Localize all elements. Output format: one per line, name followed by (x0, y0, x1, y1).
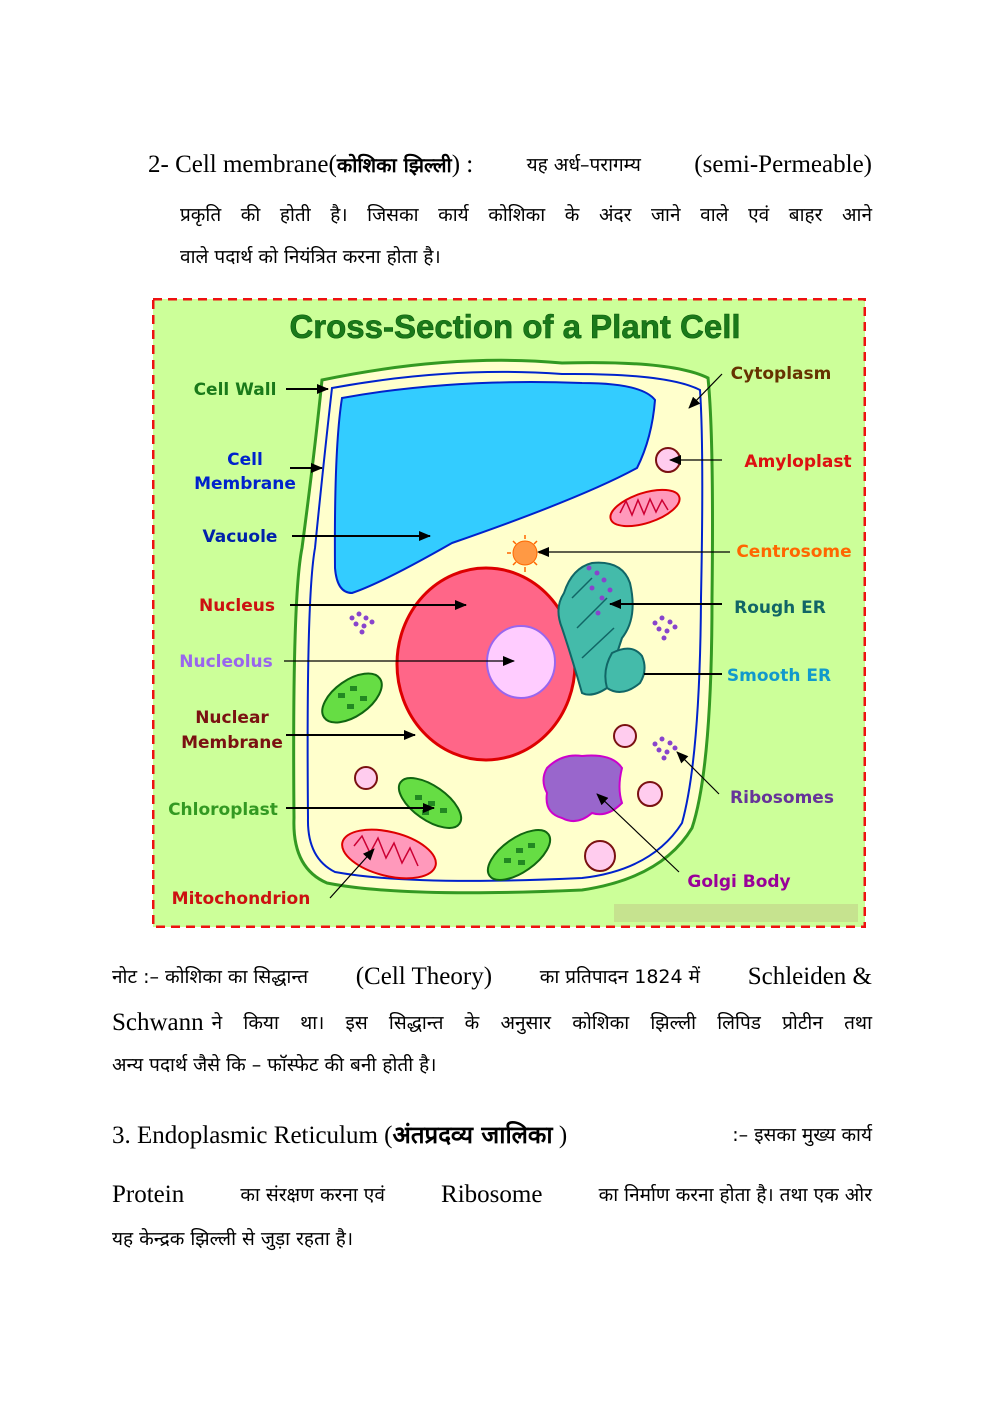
section3-heading-prefix: 3. Endoplasmic Reticulum ( (112, 1122, 393, 1149)
label-nucleolus: Nucleolus (179, 652, 273, 672)
label-chloroplast: Chloroplast (168, 800, 278, 820)
mitochondrion-top (609, 488, 681, 528)
pointer-cytoplasm (688, 373, 723, 409)
label-cytoplasm: Cytoplasm (731, 364, 832, 384)
ribosomes (349, 565, 678, 761)
label-cell-wall: Cell Wall (194, 380, 277, 400)
label-mitochondrion: Mitochondrion (172, 889, 311, 909)
label-vacuole: Vacuole (203, 527, 278, 547)
label-nuclear-membrane-line2: Membrane (181, 733, 283, 753)
label-golgi-body: Golgi Body (687, 872, 790, 892)
section2-hindi-term: कोशिका झिल्ली (336, 153, 452, 177)
section3-hindi-term: अंतप्रदव्य जालिका (392, 1121, 553, 1149)
label-cell-membrane-line1: Cell (227, 450, 263, 470)
label-ribosomes: Ribosomes (730, 788, 834, 808)
section3-text-b: का संरक्षण करना एवं (240, 1184, 385, 1206)
note-scientist-1: Schleiden & (747, 963, 872, 990)
note-line-2-text: ने किया था। इस सिद्धान्त के अनुसार कोशिक… (211, 1012, 872, 1034)
note-line-2: Schwann ने किया था। इस सिद्धान्त के अनुस… (112, 1008, 872, 1038)
note-scientist-2: Schwann (112, 1009, 204, 1036)
section2-line-1: 2- Cell membrane(कोशिका झिल्ली) : यह अर्… (148, 150, 872, 180)
label-amyloplast: Amyloplast (744, 452, 851, 472)
section3-hindi-text: :– इसका मुख्य कार्य (732, 1124, 872, 1146)
section2-line-3: वाले पदार्थ को नियंत्रित करना होता है। (180, 246, 441, 268)
pointer-mitochondrion (329, 848, 375, 899)
label-nuclear-membrane-line1: Nuclear (195, 708, 269, 728)
amyloplast (354, 447, 681, 872)
nucleolus (486, 625, 556, 699)
note-hindi-text: का प्रतिपादन 1824 में (539, 966, 701, 988)
section2-heading: 2- Cell membrane(कोशिका झिल्ली) : (148, 150, 473, 180)
label-rough-er: Rough ER (734, 598, 826, 618)
label-cell-membrane-line2: Membrane (194, 474, 296, 494)
golgi-body (542, 754, 624, 823)
smooth-er (604, 647, 646, 693)
plant-cell-diagram: Cross-Section of a Plant Cell (152, 298, 866, 928)
label-smooth-er: Smooth ER (727, 666, 831, 686)
section2-line-2: प्रकृति की होती है। जिसका कार्य कोशिका क… (180, 204, 872, 226)
label-nucleus: Nucleus (199, 596, 275, 616)
section3-protein-term: Protein (112, 1181, 185, 1208)
note-label-text: नोट :– कोशिका का सिद्धान्त (112, 966, 309, 988)
watermark-strip (614, 904, 858, 922)
section3-separator: ) (552, 1122, 568, 1149)
section3-text-d: का निर्माण करना होता है। तथा एक ओर (598, 1184, 872, 1206)
pointer-ribosomes (676, 751, 720, 795)
section2-hindi-text: यह अर्ध–परागम्य (526, 154, 641, 176)
section3-line-3: यह केन्द्रक झिल्ली से जुड़ा रहता है। (112, 1228, 354, 1250)
section2-separator: ) : (451, 151, 474, 178)
section3-heading: 3. Endoplasmic Reticulum (अंतप्रदव्य जाल… (112, 1120, 567, 1151)
vacuole (333, 381, 657, 595)
label-centrosome: Centrosome (736, 542, 851, 562)
note-line-3: अन्य पदार्थ जैसे कि – फॉस्फेट की बनी होत… (112, 1054, 437, 1076)
diagram-title: Cross-Section of a Plant Cell (289, 308, 740, 345)
note-line-1: नोट :– कोशिका का सिद्धान्त (Cell Theory)… (112, 962, 872, 992)
section2-heading-prefix: 2- Cell membrane( (148, 151, 337, 178)
note-cell-theory-term: (Cell Theory) (355, 963, 493, 990)
section2-english-term: (semi-Permeable) (694, 151, 872, 178)
section3-ribosome-term: Ribosome (441, 1181, 543, 1208)
section3-line-2: Protein का संरक्षण करना एवं Ribosome का … (112, 1180, 872, 1210)
section3-line-1: 3. Endoplasmic Reticulum (अंतप्रदव्य जाल… (112, 1120, 872, 1151)
pointer-golgi-body (596, 793, 680, 873)
cell-membrane (306, 370, 704, 882)
